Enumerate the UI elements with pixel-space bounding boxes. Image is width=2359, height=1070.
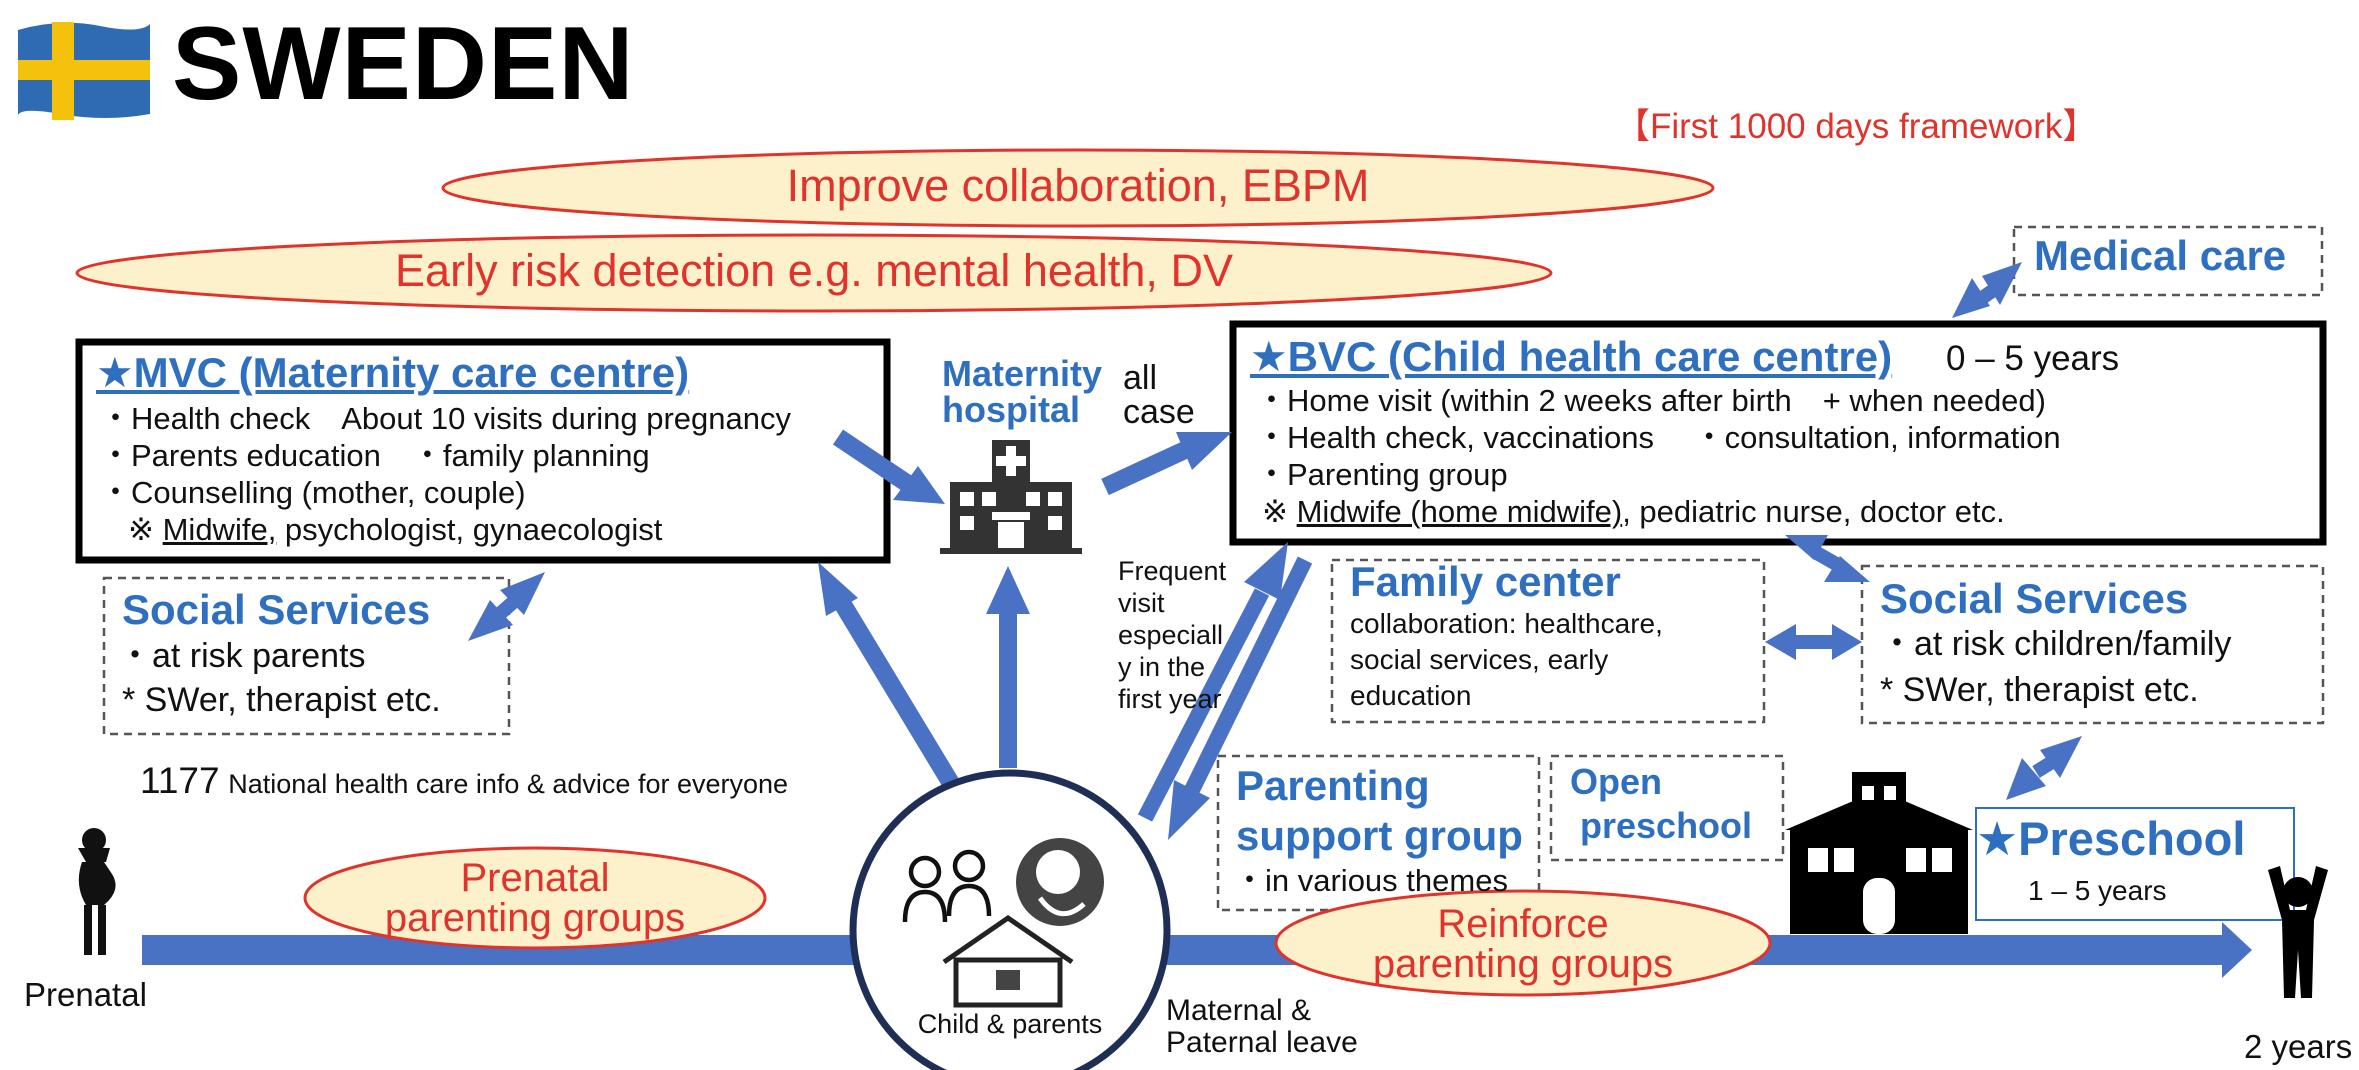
timeline-end-label: 2 years (2244, 1028, 2353, 1065)
bvc-title: ★BVC (Child health care centre) (1250, 332, 1892, 381)
timeline-leave-line1: Maternal & (1166, 994, 1312, 1027)
preschool-box-border (1975, 807, 2295, 921)
open-preschool-line2: preschool (1580, 805, 1753, 846)
open-preschool-border (1549, 754, 1785, 862)
frequent-visit-line1: Frequent (1118, 556, 1227, 586)
collaboration-ellipse (441, 148, 1715, 228)
risk-detection-text: Early risk detection e.g. mental health,… (395, 245, 1233, 296)
bvc-title-text: ★BVC (Child health care centre) (1250, 333, 1893, 380)
arrow-hospital-to-bvc (1101, 432, 1232, 496)
house-icon (942, 914, 1074, 1008)
family-center-border (1330, 558, 1766, 724)
parenting-support-title1: Parenting (1236, 762, 1430, 809)
mvc-title: ★MVC (Maternity care centre) (96, 348, 689, 397)
risk-detection-ellipse (75, 233, 1553, 313)
timeline-start-label: Prenatal (24, 976, 147, 1013)
family-center-line2: social services, early (1350, 644, 1609, 675)
arrow-mvc-social-services (468, 572, 545, 641)
preschool-building-icon (1785, 772, 1973, 934)
arrow-center-to-mvc (818, 562, 963, 795)
reinforce-groups-line1: Reinforce (1437, 902, 1609, 946)
page-title: SWEDEN (172, 6, 635, 122)
parents-icon (902, 849, 992, 923)
bvc-age: 0 – 5 years (1946, 339, 2120, 378)
social-services-left-title: Social Services (122, 586, 431, 633)
maternity-hospital-line1: Maternity (942, 353, 1103, 394)
open-preschool-line1: Open (1570, 761, 1663, 802)
prenatal-groups-line2: parenting groups (384, 896, 686, 940)
mvc-title-text: ★MVC (Maternity care centre) (96, 349, 690, 396)
social-services-right-line1: ・at risk children/family (1880, 625, 2232, 663)
maternity-all-label: all (1123, 359, 1158, 397)
arrow-family-social-services (1765, 624, 1862, 660)
parenting-support-title2: support group (1236, 812, 1523, 859)
social-services-left-border (102, 576, 511, 736)
preschool-age: 1 – 5 years (2028, 875, 2167, 906)
arrow-bvc-to-center (1168, 556, 1313, 840)
mvc-staff: ※ Midwife, psychologist, gynaecologist (128, 511, 662, 548)
bvc-staff-prefix: ※ (1262, 494, 1288, 529)
collaboration-text: Improve collaboration, EBPM (786, 160, 1370, 211)
child-parents-label: Child & parents (917, 1009, 1103, 1039)
child-icon (2268, 866, 2328, 998)
prenatal-groups-line1: Prenatal (460, 856, 610, 900)
social-services-right-border (1860, 564, 2325, 725)
bvc-line-1: ・Home visit (within 2 weeks after birth … (1256, 383, 2046, 418)
framework-label: 【First 1000 days framework】 (1615, 107, 2098, 146)
mvc-box-border (75, 338, 891, 564)
maternity-hospital-line2: hospital (942, 389, 1081, 430)
social-services-right-line2: * SWer, therapist etc. (1880, 671, 2199, 709)
bvc-staff: ※ Midwife (home midwife), pediatric nurs… (1262, 493, 2005, 530)
parenting-support-border (1216, 754, 1541, 912)
bvc-staff-rest: , pediatric nurse, doctor etc. (1622, 494, 2005, 529)
hotline-info: 1177 National health care info & advice … (140, 762, 789, 801)
bvc-staff-midwife: Midwife (home midwife) (1296, 494, 1623, 529)
frequent-visit-line2: visit (1118, 588, 1165, 618)
family-center-line3: education (1350, 680, 1472, 711)
sweden-flag-icon (17, 22, 150, 120)
mvc-line-3: ・Counselling (mother, couple) (100, 475, 526, 510)
bvc-line-3: ・Parenting group (1256, 457, 1508, 492)
frequent-visit-line3: especiall (1118, 620, 1224, 650)
prenatal-groups-ellipse (303, 846, 767, 950)
mvc-staff-midwife: Midwife, (162, 512, 277, 547)
frequent-visit-line5: first year (1118, 684, 1222, 714)
bvc-box-border (1229, 320, 2327, 546)
baby-icon (1016, 838, 1104, 926)
bvc-line-2: ・Health check, vaccinations ・consultatio… (1256, 420, 2061, 455)
social-services-left-line2: * SWer, therapist etc. (122, 681, 441, 719)
medical-care-label: Medical care (2034, 232, 2287, 279)
mvc-staff-prefix: ※ (128, 512, 154, 547)
arrow-center-to-hospital (986, 566, 1030, 768)
family-center-line1: collaboration: healthcare, (1350, 608, 1663, 639)
reinforce-groups-line2: parenting groups (1372, 942, 1674, 986)
preschool-title: ★Preschool (1976, 812, 2246, 865)
reinforce-groups-ellipse (1274, 889, 1772, 997)
family-center-title: Family center (1350, 558, 1621, 605)
frequent-visit-line4: y in the (1118, 652, 1206, 682)
hotline-text: National health care info & advice for e… (228, 769, 789, 799)
pregnant-woman-icon (78, 828, 116, 955)
arrow-bvc-medical-care (1952, 262, 2022, 318)
arrow-bvc-social-services (1785, 535, 1870, 582)
social-services-left-line1: ・at risk parents (118, 637, 366, 675)
arrow-mvc-to-hospital (832, 429, 945, 504)
maternity-case-label: case (1123, 393, 1195, 431)
parenting-support-line: ・in various themes (1234, 863, 1508, 898)
arrow-center-to-bvc (1137, 542, 1288, 822)
hospital-icon (940, 440, 1082, 554)
hotline-number: 1177 (140, 760, 220, 801)
arrow-social-services-preschool (2006, 736, 2082, 800)
timeline-leave-line2: Paternal leave (1166, 1026, 1358, 1059)
mvc-line-1: ・Health check About 10 visits during pre… (100, 401, 791, 436)
medical-care-box-border (2012, 225, 2324, 297)
mvc-staff-rest: psychologist, gynaecologist (276, 512, 663, 547)
social-services-right-title: Social Services (1880, 575, 2189, 622)
mvc-line-2: ・Parents education ・family planning (100, 438, 650, 473)
